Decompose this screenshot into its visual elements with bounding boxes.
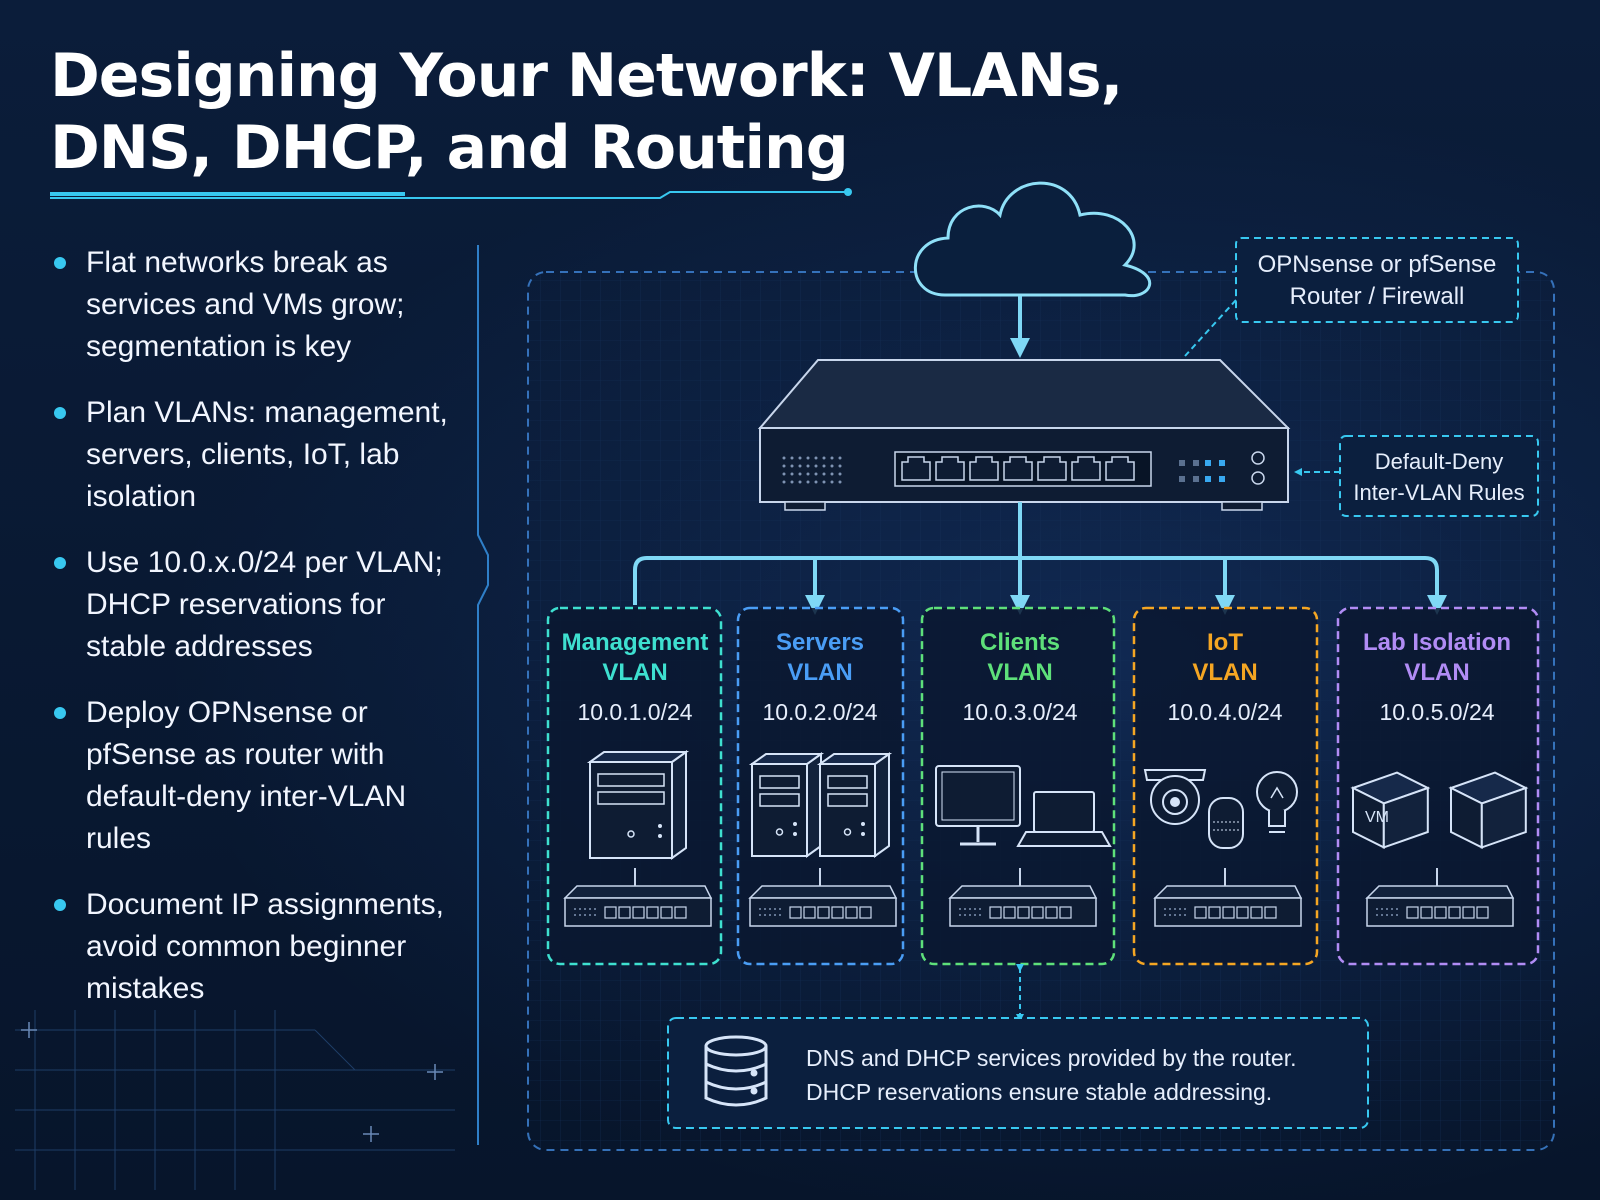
vlan-subnet: 10.0.5.0/24 [1379, 699, 1494, 725]
vm-label: VM [1365, 809, 1389, 826]
database-icon [704, 1035, 768, 1107]
rules-callout-line1: Default-Deny [1375, 449, 1503, 474]
rules-callout: Default-Deny Inter-VLAN Rules [1294, 435, 1539, 517]
services-box: DNS and DHCP services provided by the ro… [667, 1017, 1369, 1129]
services-line2: DHCP reservations ensure stable addressi… [806, 1079, 1272, 1105]
title-underline [50, 188, 852, 199]
status-led-icon [1219, 476, 1225, 482]
switch-icon [1365, 885, 1515, 927]
bullet-dot-icon [54, 899, 66, 911]
vlan-name: Clients [980, 629, 1060, 656]
services-line1: DNS and DHCP services provided by the ro… [806, 1045, 1296, 1071]
vlan-name: Lab Isolation [1363, 629, 1511, 656]
vlan-name: IoT [1207, 629, 1243, 656]
router-port-icon [901, 456, 931, 481]
computer-icon [935, 765, 1112, 847]
status-led-icon [1179, 476, 1185, 482]
status-led-icon [1205, 476, 1211, 482]
server-pair-icon [748, 752, 893, 858]
switch-icon [748, 885, 898, 927]
router-port-icon [1105, 456, 1135, 481]
router-port-icon [935, 456, 965, 481]
server-tower-icon [586, 750, 690, 860]
bullet-item: Document IP assignments, avoid common be… [50, 884, 470, 1010]
decorative-grid [15, 1010, 455, 1190]
bullet-item: Deploy OPNsense or pfSense as router wit… [50, 692, 470, 860]
router-device [757, 359, 1291, 511]
bullet-dot-icon [54, 557, 66, 569]
bullet-dot-icon [54, 707, 66, 719]
vm-cubes-icon: VM [1350, 771, 1529, 850]
vlan-suffix: VLAN [987, 659, 1052, 686]
bullet-item: Use 10.0.x.0/24 per VLAN; DHCP reservati… [50, 542, 470, 668]
router-port-icon [1037, 456, 1067, 481]
vlan-suffix: VLAN [1192, 659, 1257, 686]
bullet-item: Plan VLANs: management, servers, clients… [50, 392, 470, 518]
bullet-item: Flat networks break as services and VMs … [50, 242, 470, 368]
vlan-links [633, 502, 1447, 615]
router-port-icon [969, 456, 999, 481]
status-led-icon [1193, 476, 1199, 482]
router-port-icon [1003, 456, 1033, 481]
bullet-list: Flat networks break as services and VMs … [50, 242, 470, 1034]
status-led-icon [1193, 460, 1199, 466]
router-port-icon [1071, 456, 1101, 481]
vlan-subnet: 10.0.3.0/24 [962, 699, 1077, 725]
status-led-icon [1179, 460, 1185, 466]
vlan-suffix: VLAN [1404, 659, 1469, 686]
vlan-name: Management [562, 629, 709, 656]
vlan-name: Servers [776, 629, 864, 656]
switch-icon [563, 885, 713, 927]
vlan-box-iot: IoT VLAN 10.0.4.0/24 [1132, 606, 1319, 966]
iot-devices-icon [1143, 769, 1298, 849]
section-divider [477, 245, 489, 1145]
vlan-subnet: 10.0.1.0/24 [577, 699, 692, 725]
bullet-dot-icon [54, 407, 66, 419]
vlan-subnet: 10.0.4.0/24 [1167, 699, 1282, 725]
cloud-icon [913, 181, 1151, 298]
router-callout-line1: OPNsense or pfSense [1258, 251, 1497, 278]
router-callout: OPNsense or pfSense Router / Firewall [1184, 237, 1519, 357]
switch-icon [948, 885, 1098, 927]
bullet-dot-icon [54, 257, 66, 269]
status-led-icon [1205, 460, 1211, 466]
switch-icon [1153, 885, 1303, 927]
status-led-icon [1219, 460, 1225, 466]
rules-callout-line2: Inter-VLAN Rules [1353, 480, 1524, 505]
vlan-suffix: VLAN [787, 659, 852, 686]
vlan-subnet: 10.0.2.0/24 [762, 699, 877, 725]
page-title: Designing Your Network: VLANs, DNS, DHCP… [50, 41, 1123, 183]
vlan-suffix: VLAN [602, 659, 667, 686]
router-callout-line2: Router / Firewall [1290, 283, 1465, 310]
